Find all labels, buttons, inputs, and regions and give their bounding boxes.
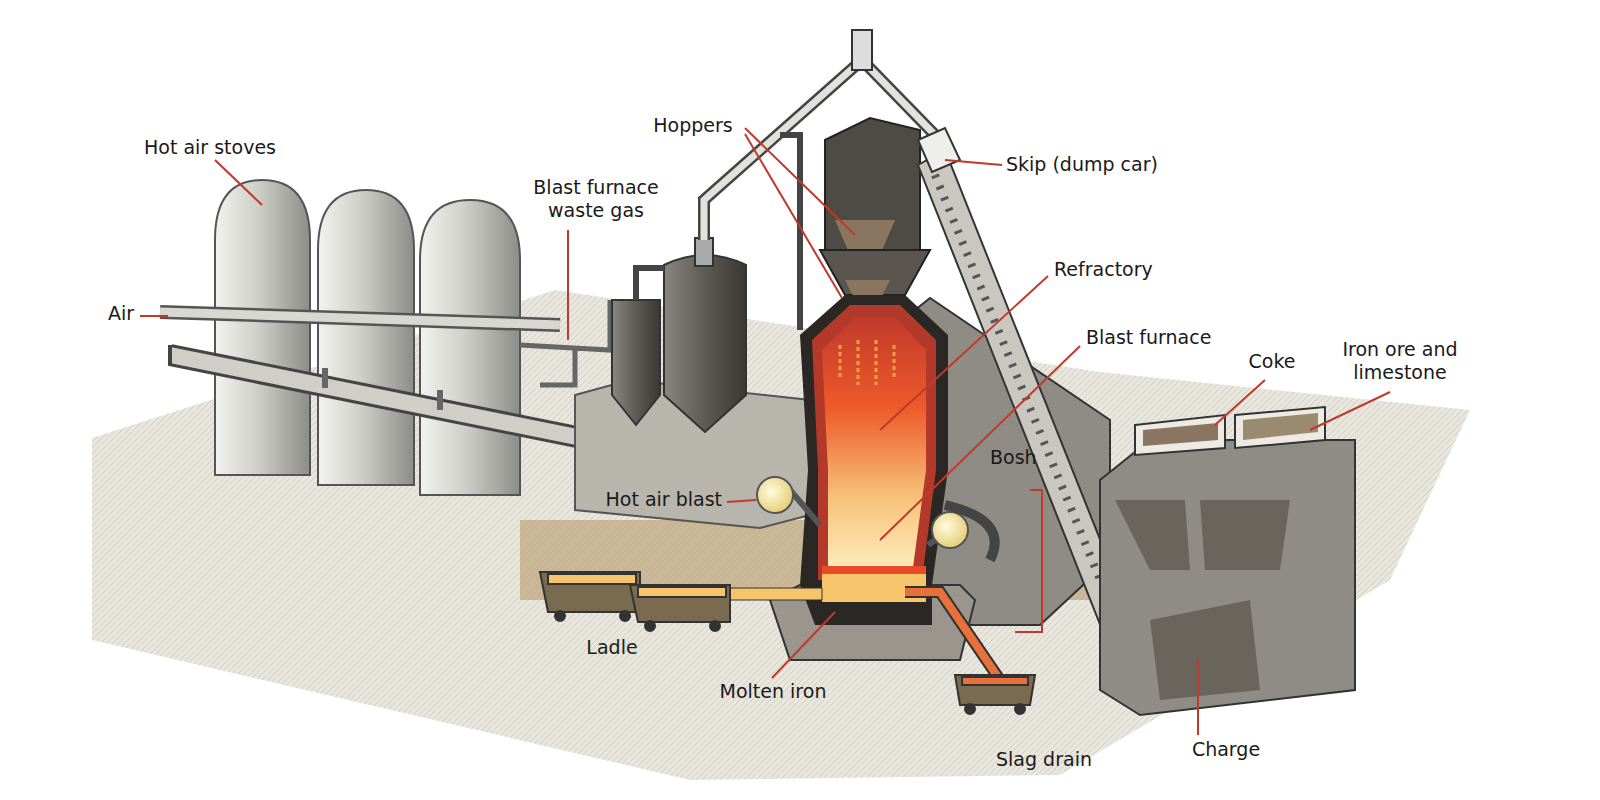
part-label: Hot air stoves [144,136,276,159]
part-label: Slag drain [996,748,1092,771]
part-label: Bosh [990,446,1037,469]
part-label: Charge [1192,738,1260,761]
part-label: Air [108,302,134,325]
part-label: Refractory [1054,258,1153,281]
part-label: Coke [1249,350,1296,373]
part-label: Blast furnace waste gas [514,176,679,222]
part-label: Ladle [586,636,637,659]
part-label: Blast furnace [1086,326,1211,349]
part-label: Skip (dump car) [1006,153,1158,176]
part-label: Molten iron [720,680,827,703]
part-label: Hoppers [653,114,732,137]
part-label: Iron ore and limestone [1315,338,1485,384]
part-label: Hot air blast [605,488,722,511]
